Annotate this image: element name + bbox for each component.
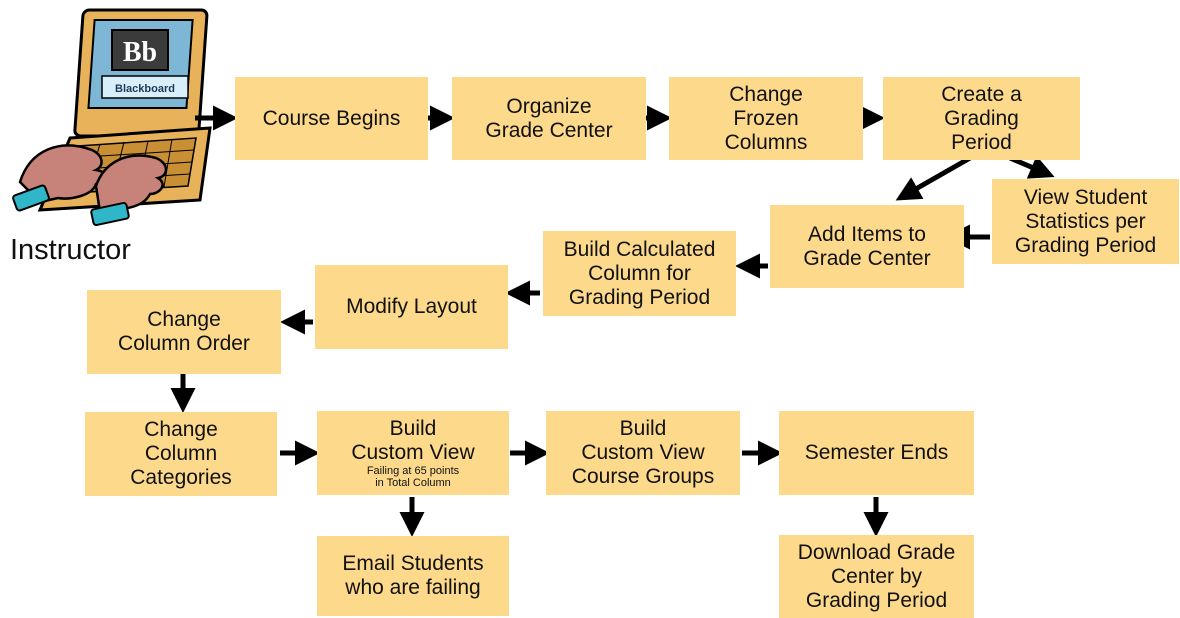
step-label-line: View Student bbox=[1023, 185, 1148, 209]
step-change-column-categories: Change Column Categories bbox=[85, 412, 277, 496]
step-label-line: Change bbox=[144, 418, 218, 441]
step-label-line: Grading Period bbox=[568, 285, 711, 309]
step-label-line: Add Items to bbox=[808, 222, 926, 246]
step-label-line: Categories bbox=[130, 466, 232, 489]
step-label-line: Build Calculated bbox=[563, 237, 716, 261]
step-label-line: Statistics per bbox=[1025, 209, 1146, 233]
step-build-calculated-column: Build Calculated Column for Grading Peri… bbox=[543, 231, 736, 316]
step-label-line: Build bbox=[619, 417, 667, 440]
step-label-line: Modify Layout bbox=[346, 295, 477, 318]
arrow-grading-period-to-add-items bbox=[895, 155, 972, 201]
step-change-column-order: Change Column Order bbox=[87, 290, 281, 374]
instructor-laptop-illustration: Bb Blackboard bbox=[12, 8, 212, 227]
step-course-begins: Course Begins bbox=[235, 77, 428, 160]
step-label-line: Course Groups bbox=[571, 465, 715, 488]
step-note-line: Failing at 65 points bbox=[366, 465, 460, 477]
step-label-line: Email Students bbox=[342, 552, 484, 575]
step-note-line: in Total Column bbox=[375, 477, 451, 489]
step-build-custom-view-failing: Build Custom View Failing at 65 points i… bbox=[317, 411, 509, 495]
typing-hands-icon bbox=[12, 144, 168, 227]
step-label-line: Custom View bbox=[351, 441, 475, 464]
step-build-custom-view-groups: Build Custom View Course Groups bbox=[546, 411, 740, 495]
step-download-grade-center: Download Grade Center by Grading Period bbox=[779, 535, 974, 618]
step-label-line: Grading Period bbox=[1014, 233, 1157, 257]
step-label-line: Change bbox=[147, 308, 221, 331]
step-view-student-statistics: View Student Statistics per Grading Peri… bbox=[992, 179, 1179, 264]
step-semester-ends: Semester Ends bbox=[779, 411, 974, 495]
step-label-line: Download Grade bbox=[797, 540, 956, 564]
step-label-line: Change bbox=[729, 82, 803, 106]
step-organize-grade-center: Organize Grade Center bbox=[452, 77, 646, 160]
step-label-line: Grade Center bbox=[485, 118, 613, 142]
step-create-grading-period: Create a Grading Period bbox=[883, 77, 1080, 160]
step-label-line: Frozen bbox=[733, 106, 799, 130]
step-label-line: Custom View bbox=[581, 441, 705, 464]
step-label-line: Grading Period bbox=[805, 588, 948, 612]
step-label-line: Column Order bbox=[118, 332, 250, 355]
step-label-line: Period bbox=[951, 130, 1012, 154]
instructor-label: Instructor bbox=[10, 234, 131, 266]
step-add-items-grade-center: Add Items to Grade Center bbox=[770, 205, 964, 288]
step-label-line: Course Begins bbox=[262, 106, 401, 130]
step-email-students: Email Students who are failing bbox=[317, 536, 509, 616]
step-label-line: Organize bbox=[506, 94, 592, 118]
step-label-line: Grading bbox=[944, 106, 1019, 130]
blackboard-brand-label: Blackboard bbox=[115, 83, 175, 95]
step-label-line: Center by bbox=[830, 564, 923, 588]
step-label-line: Create a bbox=[941, 82, 1022, 106]
step-modify-layout: Modify Layout bbox=[315, 265, 508, 349]
step-change-frozen-columns: Change Frozen Columns bbox=[669, 77, 863, 160]
blackboard-logo-icon: Bb bbox=[123, 37, 157, 68]
step-label-line: Grade Center bbox=[803, 246, 931, 270]
step-label-line: Column bbox=[144, 442, 218, 465]
arrow-grading-period-to-view-stats bbox=[1009, 155, 1055, 179]
step-label-line: Build bbox=[389, 417, 437, 440]
step-label-line: Columns bbox=[724, 130, 808, 154]
step-label-line: Column for bbox=[588, 261, 691, 285]
step-label-line: Semester Ends bbox=[804, 441, 949, 464]
step-label-line: who are failing bbox=[345, 576, 481, 599]
